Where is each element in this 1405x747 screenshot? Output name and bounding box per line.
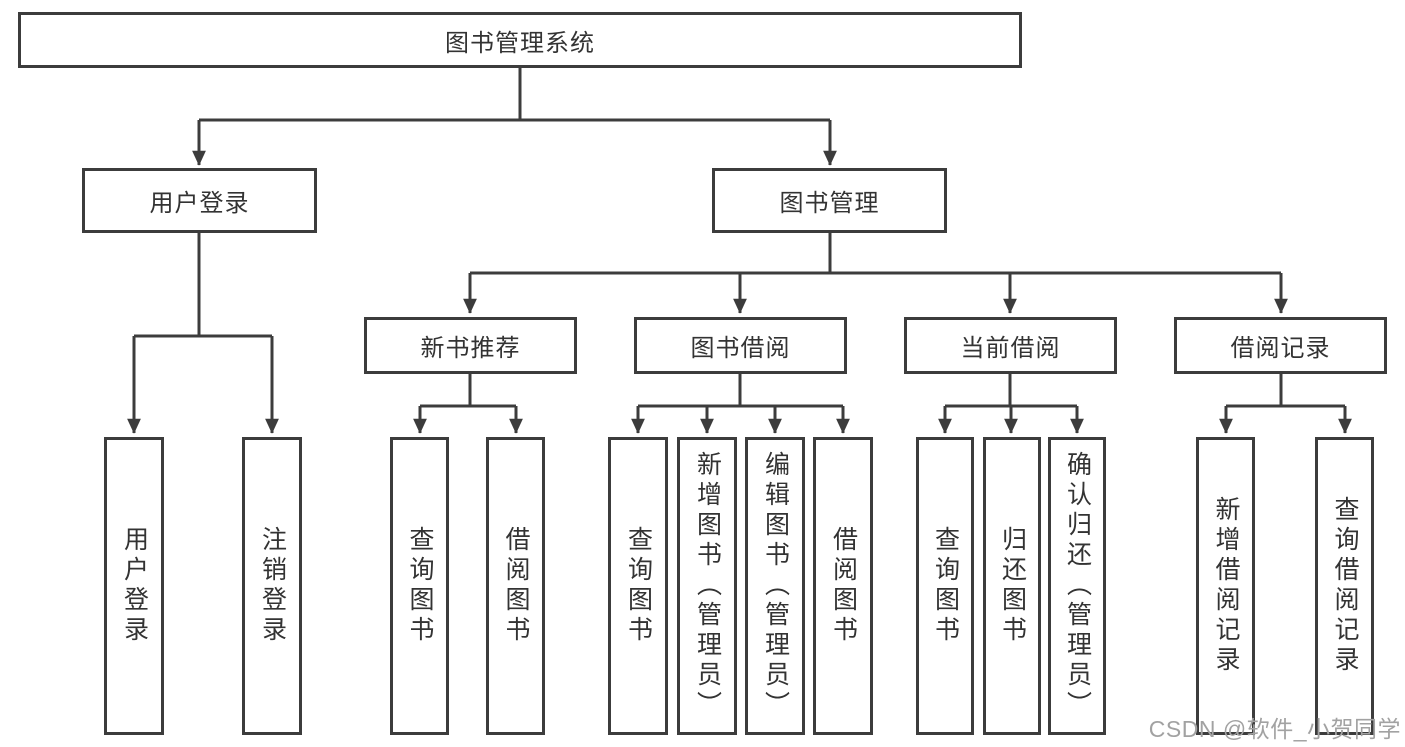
- leaf-add-borrow-record: 新增借阅记录: [1196, 437, 1255, 735]
- leaf-logout-label: 注销登录: [258, 526, 287, 646]
- leaf-query-borrow-record-label: 查询借阅记录: [1331, 496, 1359, 676]
- node-book-borrowing: 图书借阅: [634, 317, 847, 374]
- leaf-edit-book-admin-label: 编辑图书（管理员）: [761, 451, 790, 721]
- csdn-watermark: CSDN @软件_小贺同学: [1148, 716, 1401, 742]
- leaf-confirm-return-admin-label: 确认归还（管理员）: [1063, 451, 1092, 721]
- leaf-logout: 注销登录: [242, 437, 302, 735]
- node-root: 图书管理系统: [18, 12, 1022, 68]
- leaf-borrow-books-recommend-label: 借阅图书: [502, 526, 530, 646]
- leaf-query-books-recommend: 查询图书: [390, 437, 449, 735]
- leaf-query-books-current: 查询图书: [916, 437, 974, 735]
- leaf-borrow-books-recommend: 借阅图书: [486, 437, 545, 735]
- leaf-user-login: 用户登录: [104, 437, 164, 735]
- leaf-query-borrow-record: 查询借阅记录: [1315, 437, 1374, 735]
- leaf-query-books-recommend-label: 查询图书: [406, 526, 434, 646]
- leaf-query-books-borrowing-label: 查询图书: [624, 526, 653, 646]
- leaf-return-books: 归还图书: [983, 437, 1041, 735]
- node-borrowing-records: 借阅记录: [1174, 317, 1387, 374]
- leaf-edit-book-admin: 编辑图书（管理员）: [745, 437, 805, 735]
- leaf-return-books-label: 归还图书: [998, 526, 1027, 646]
- leaf-query-books-borrowing: 查询图书: [608, 437, 668, 735]
- leaf-borrow-books-borrowing-label: 借阅图书: [829, 526, 858, 646]
- node-book-management: 图书管理: [712, 168, 947, 233]
- leaf-query-books-current-label: 查询图书: [931, 526, 960, 646]
- node-new-book-recommendation: 新书推荐: [364, 317, 577, 374]
- leaf-confirm-return-admin: 确认归还（管理员）: [1048, 437, 1106, 735]
- leaf-add-book-admin: 新增图书（管理员）: [677, 437, 737, 735]
- leaf-add-book-admin-label: 新增图书（管理员）: [693, 451, 722, 721]
- leaf-add-borrow-record-label: 新增借阅记录: [1212, 496, 1240, 676]
- leaf-user-login-label: 用户登录: [120, 526, 149, 646]
- leaf-borrow-books-borrowing: 借阅图书: [813, 437, 873, 735]
- node-user-login: 用户登录: [82, 168, 317, 233]
- node-current-borrowing: 当前借阅: [904, 317, 1117, 374]
